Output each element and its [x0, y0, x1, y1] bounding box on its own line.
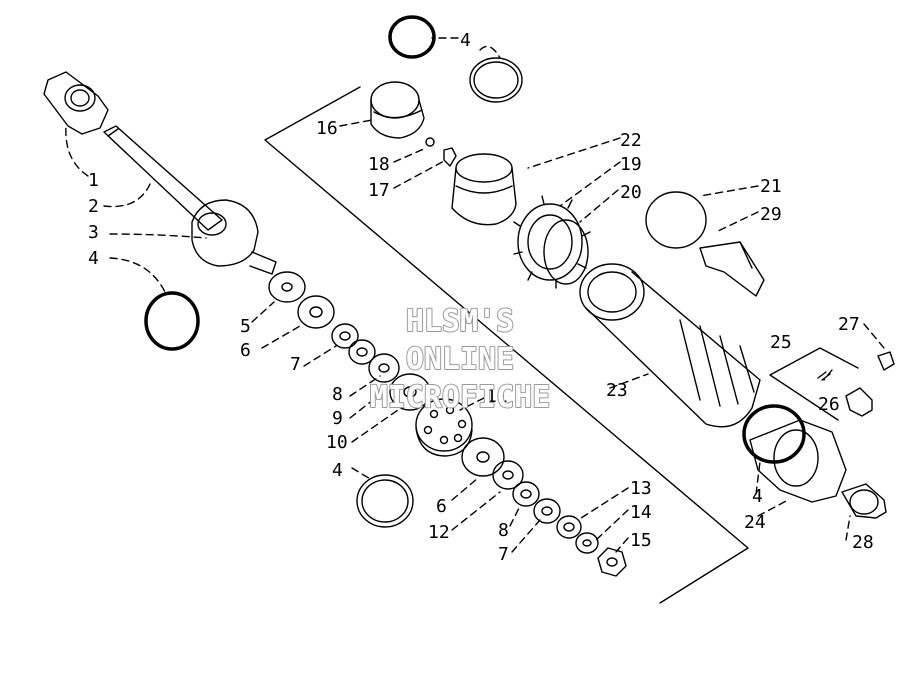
callout-10: 10 — [326, 432, 348, 453]
shim-10 — [389, 373, 431, 411]
valve-pin — [443, 147, 457, 167]
callout-4: 4 — [88, 248, 99, 269]
group-bracket-25 — [769, 347, 859, 421]
callout-7: 7 — [498, 544, 509, 565]
callout-4: 4 — [332, 460, 343, 481]
shock-body — [579, 263, 761, 428]
callout-labels: 1 2 3 4 5 6 7 8 9 10 11 4 6 12 8 7 13 14… — [88, 30, 874, 565]
washer-6-lower — [461, 437, 505, 477]
callout-15: 15 — [630, 530, 652, 551]
callout-26: 26 — [818, 394, 840, 415]
callout-9: 9 — [332, 408, 343, 429]
group-bracket — [264, 86, 749, 604]
bearing-cap — [370, 81, 425, 139]
washer-13 — [556, 515, 582, 539]
callout-28: 28 — [852, 532, 874, 553]
callout-14: 14 — [630, 502, 652, 523]
callout-29: 29 — [760, 204, 782, 225]
bushing-sleeve — [451, 153, 517, 226]
o-ring — [388, 15, 436, 59]
callout-20: 20 — [620, 182, 642, 203]
callout-23: 23 — [606, 380, 628, 401]
washer-14 — [575, 532, 599, 554]
callout-13: 13 — [630, 478, 652, 499]
valve-cap — [877, 351, 895, 371]
washer-6 — [297, 295, 335, 329]
callout-19: 19 — [620, 154, 642, 175]
o-ring-small — [425, 137, 435, 147]
reservoir-end-cap — [749, 419, 847, 503]
callout-21: 21 — [760, 176, 782, 197]
callout-27: 27 — [838, 314, 860, 335]
callout-17: 17 — [368, 180, 390, 201]
washer-5 — [268, 271, 306, 303]
watermark-line-1: HLSM'S — [406, 304, 514, 339]
watermark: HLSM'S ONLINE MICROFICHE — [369, 303, 552, 416]
callout-6: 6 — [240, 340, 251, 361]
callout-4: 4 — [752, 486, 763, 507]
callout-5: 5 — [240, 316, 251, 337]
callout-11: 11 — [486, 386, 508, 407]
sleeve-band — [469, 57, 523, 103]
shim-12 — [492, 460, 524, 490]
lock-nut — [597, 547, 627, 577]
sleeve-band — [356, 474, 414, 528]
o-ring — [144, 291, 200, 351]
callout-1: 1 — [88, 170, 99, 191]
callout-6: 6 — [436, 496, 447, 517]
bracket-29 — [699, 241, 765, 297]
callout-3: 3 — [88, 222, 99, 243]
spacer-disc — [645, 191, 707, 249]
shim-8 — [348, 339, 376, 365]
callout-4: 4 — [460, 30, 471, 51]
callout-22: 22 — [620, 130, 642, 151]
piston — [415, 398, 473, 457]
lock-ring — [543, 219, 589, 285]
watermark-line-2: ONLINE — [406, 342, 514, 377]
shim-7-lower — [533, 498, 561, 524]
eye-bushing — [43, 71, 109, 135]
shim-8-lower — [512, 481, 540, 507]
callout-8: 8 — [332, 384, 343, 405]
shim-7 — [331, 323, 359, 349]
callout-25: 25 — [770, 332, 792, 353]
leader-lines — [65, 37, 885, 553]
callout-7: 7 — [290, 354, 301, 375]
callout-12: 12 — [428, 522, 450, 543]
callout-8: 8 — [498, 520, 509, 541]
shim-9 — [368, 353, 400, 383]
callout-16: 16 — [316, 118, 338, 139]
callout-2: 2 — [88, 196, 99, 217]
watermark-line-3: MICROFICHE — [370, 380, 551, 415]
piston-shaft — [103, 125, 223, 231]
spring-adjuster-nut — [513, 195, 591, 289]
callout-24: 24 — [744, 512, 766, 533]
end-bushing — [841, 483, 887, 519]
shaft-eye-housing — [191, 199, 277, 275]
callout-18: 18 — [368, 154, 390, 175]
